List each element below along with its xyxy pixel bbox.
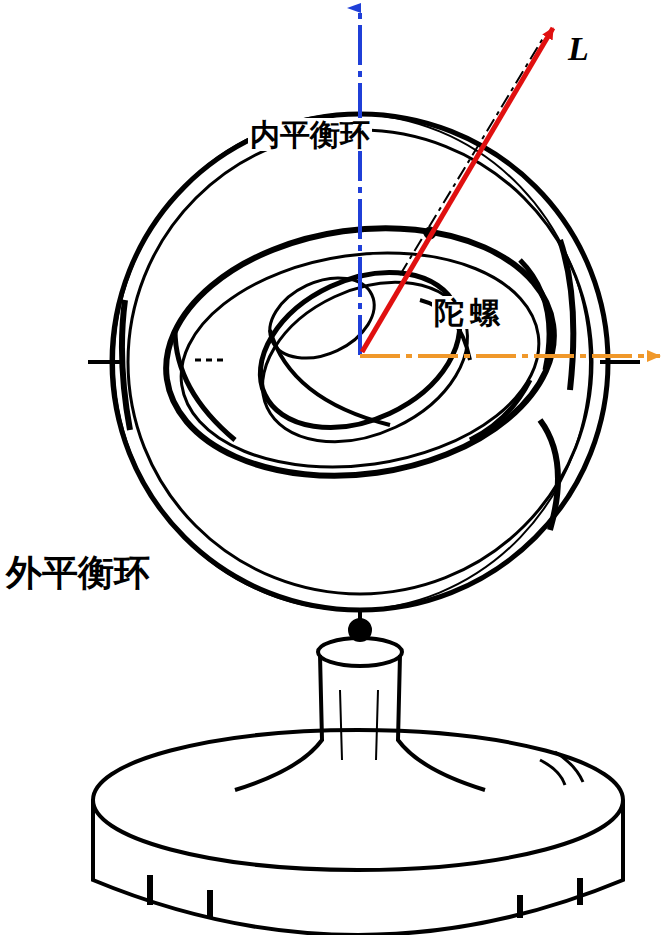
part-label: 陀螺 <box>432 296 508 329</box>
stand-base <box>93 620 623 935</box>
spin-axis-line <box>400 35 545 275</box>
outer-gimbal-ring <box>88 114 640 632</box>
vertical-axis-arrow <box>358 8 362 355</box>
angular-momentum-arrow <box>362 28 553 352</box>
part-label: 内平衡环 <box>248 118 372 151</box>
horizontal-axis-arrow <box>360 354 660 358</box>
part-label: 外平衡环 <box>4 553 152 593</box>
vector-label: L <box>566 30 591 67</box>
